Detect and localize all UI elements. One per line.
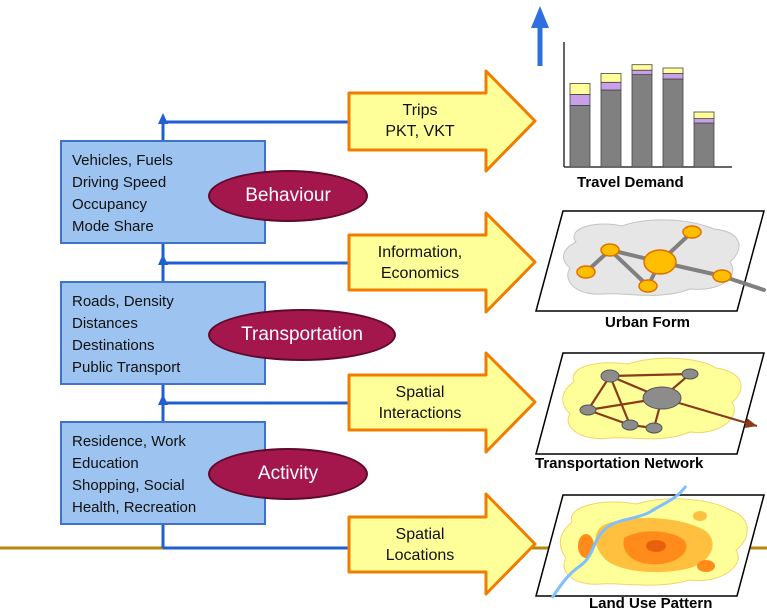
urban-form-map [535,210,766,312]
bar-segment-1-2 [569,94,591,106]
activity-box: Residence, Work Education Shopping, Soci… [60,421,266,525]
bar-segment-2-3 [600,73,622,83]
transportation-item: Roads, Density [72,293,174,310]
arrow-trips-label: Trips PKT, VKT [385,102,455,140]
bar-segment-2-2 [600,81,622,91]
bar-segment-2-1 [600,89,622,168]
activity-item: Education [72,455,139,472]
arrow-information-label: Information, Economics [377,244,463,282]
bar-segment-1-3 [569,83,591,95]
bar-segment-5-3 [693,111,715,119]
urban-form-caption: Urban Form [605,314,691,331]
connector-arrowheads [158,113,168,405]
transportation-network-caption: Transportation Network [535,455,704,472]
travel-demand-chart [563,42,732,168]
arrow-trips [347,69,537,173]
arrow-interactions-label: Spatial Interactions [378,384,462,422]
land-use-pattern-caption: Land Use Pattern [589,595,713,612]
bar-segment-3-3 [631,64,653,71]
behaviour-item: Vehicles, Fuels [72,152,173,169]
bar-segment-5-1 [693,122,715,168]
behaviour-item: Occupancy [72,196,148,213]
activity-item: Shopping, Social [72,477,185,494]
block-arrows [347,69,537,596]
travel-demand-caption: Travel Demand [577,174,684,191]
behaviour-item: Driving Speed [72,174,167,191]
bar-segment-4-3 [662,67,684,74]
transport-network-map [535,352,765,455]
arrow-locations [347,492,537,596]
transportation-item: Destinations [72,337,155,354]
bar-segment-3-1 [631,74,653,168]
transportation-box: Roads, Density Distances Destinations Pu… [60,281,266,385]
bar-segment-4-2 [662,73,684,80]
bar-segment-3-2 [631,69,653,75]
behaviour-ellipse: Behaviour [208,170,368,222]
activity-ellipse: Activity [208,448,368,500]
behaviour-item: Mode Share [72,218,154,235]
arrow-information [347,211,537,314]
bar-segment-1-1 [569,105,591,168]
land-use-map [535,485,765,599]
bar-segment-5-2 [693,118,715,124]
activity-item: Health, Recreation [72,499,197,516]
transportation-item: Public Transport [72,359,181,376]
transportation-item: Distances [72,315,138,332]
bar-segment-4-1 [662,78,684,168]
arrow-locations-label: Spatial Locations [385,526,455,564]
transportation-ellipse: Transportation [208,309,396,361]
arrow-interactions [347,351,537,454]
up-arrow [531,6,549,66]
activity-item: Residence, Work [72,433,186,450]
